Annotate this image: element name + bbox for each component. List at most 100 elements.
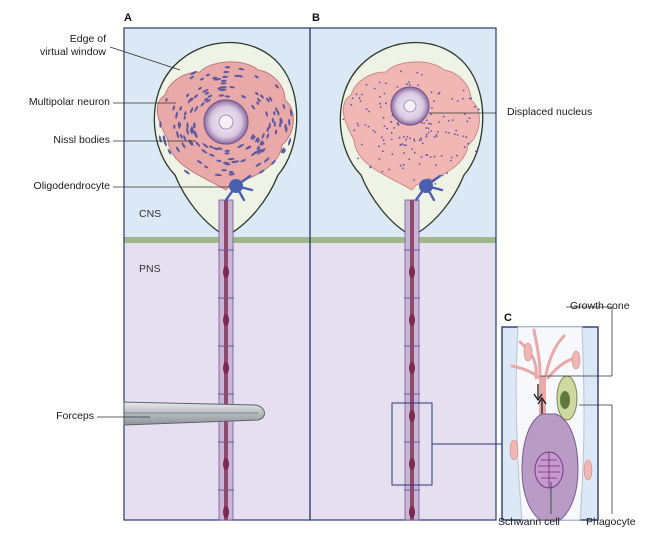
nissl-dot — [464, 113, 466, 115]
nissl-body — [189, 97, 194, 102]
nissl-dot — [391, 153, 394, 156]
nissl-dot — [445, 131, 447, 134]
nissl-body — [204, 91, 209, 95]
nissl-dot — [462, 97, 464, 100]
nissl-dot — [364, 124, 367, 126]
nissl-dot — [456, 134, 459, 136]
label-growth-cone: Growth cone — [570, 300, 630, 312]
nissl-dot — [351, 97, 354, 100]
nissl-dot — [430, 130, 433, 132]
nissl-dot — [398, 137, 401, 139]
nissl-body — [274, 84, 279, 89]
nissl-dot — [355, 93, 358, 96]
nissl-body — [167, 149, 172, 155]
nissl-dot — [358, 97, 361, 100]
nissl-dot — [447, 120, 450, 122]
multipolar-neuron-b — [342, 61, 480, 191]
nissl-body — [254, 75, 259, 79]
nissl-body — [255, 148, 261, 154]
nissl-dot — [368, 110, 370, 113]
nissl-body — [176, 130, 180, 139]
schwann-cell-nucleus — [223, 314, 229, 326]
forceps — [123, 401, 265, 426]
nissl-body — [175, 146, 180, 153]
nissl-dot — [462, 135, 465, 138]
nissl-body — [189, 75, 194, 80]
nissl-dot — [451, 119, 454, 121]
nissl-dot — [390, 132, 393, 134]
nissl-body — [275, 107, 278, 112]
nissl-dot — [378, 81, 381, 84]
nissl-dot — [462, 89, 465, 92]
nissl-dot — [406, 83, 408, 86]
label-oligodendrocyte: Oligodendrocyte — [33, 180, 110, 192]
nissl-body — [222, 161, 229, 164]
schwann-cell-nucleus — [409, 410, 415, 422]
nissl-dot — [466, 120, 469, 123]
nissl-dot — [427, 131, 430, 134]
nissl-body — [256, 145, 260, 150]
nissl-body — [224, 149, 230, 153]
nissl-body — [203, 97, 209, 102]
nissl-body — [223, 70, 230, 74]
nissl-body — [256, 138, 260, 143]
nissl-dot — [403, 152, 405, 154]
nissl-dot — [420, 139, 422, 141]
nissl-dot — [448, 132, 450, 134]
nissl-body — [229, 86, 235, 89]
nissl-body — [260, 94, 264, 99]
nissl-body — [194, 130, 198, 138]
nissl-dot — [406, 136, 409, 138]
nissl-body — [209, 145, 214, 149]
nissl-dot — [357, 124, 360, 127]
label-displaced-nucleus: Displaced nucleus — [507, 106, 593, 118]
nissl-body — [159, 120, 162, 128]
nissl-body — [240, 159, 247, 163]
nissl-dot — [401, 143, 404, 146]
nissl-dot — [455, 129, 458, 132]
nissl-dot — [453, 133, 456, 136]
nissl-dot — [420, 121, 423, 124]
nissl-body — [261, 133, 265, 139]
nissl-body — [207, 94, 213, 98]
nissl-dot — [382, 116, 385, 119]
nissl-dot — [421, 142, 424, 145]
nissl-body — [190, 128, 193, 135]
nissl-body — [183, 169, 190, 175]
nissl-dot — [440, 155, 443, 157]
nissl-dot — [468, 97, 471, 100]
nissl-body — [255, 137, 259, 143]
nissl-dot — [385, 102, 387, 105]
nissl-body — [224, 66, 231, 69]
nissl-body — [198, 86, 202, 90]
nissl-body — [173, 124, 176, 129]
nissl-body — [268, 122, 271, 129]
nissl-dot — [361, 93, 363, 96]
nissl-body — [195, 141, 201, 147]
nissl-body — [273, 111, 276, 116]
nissl-body — [261, 141, 265, 146]
nissl-body — [268, 96, 273, 102]
nissl-dot — [467, 142, 470, 145]
nucleolus-b — [403, 99, 417, 113]
nissl-dot — [413, 140, 416, 142]
nissl-body — [261, 148, 266, 153]
nissl-body — [256, 101, 260, 105]
nissl-body — [288, 118, 291, 126]
nissl-body — [209, 153, 215, 157]
nissl-body — [278, 122, 282, 128]
nissl-body — [257, 148, 263, 155]
nissl-dot — [361, 143, 363, 146]
nissl-dot — [378, 158, 381, 161]
nissl-dot — [433, 136, 436, 138]
nissl-body — [266, 126, 269, 133]
nissl-body — [217, 87, 222, 90]
nissl-body — [175, 111, 178, 120]
nissl-dot — [388, 168, 390, 171]
nissl-dot — [357, 157, 359, 160]
nissl-dot — [468, 117, 471, 120]
nissl-dot — [383, 143, 385, 145]
nissl-body — [258, 169, 265, 174]
nissl-dot — [390, 138, 393, 141]
